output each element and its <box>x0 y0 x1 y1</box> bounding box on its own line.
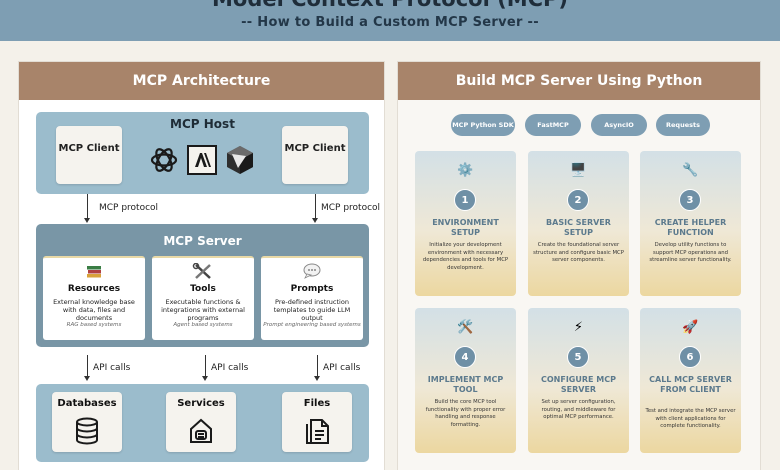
step-title-6: CALL MCP SERVER FROM CLIENT <box>649 375 732 394</box>
services-label: Services <box>177 398 225 409</box>
page-title: Model Context Protocol (MCP) <box>0 0 780 11</box>
step-card-2: 🖥️ 2 BASIC SERVER SETUP Create the found… <box>528 151 629 296</box>
tools-card: Tools Executable functions & integration… <box>152 256 254 340</box>
resources-card: Resources External knowledge base with d… <box>43 256 145 340</box>
protocol-arrow-right-head <box>312 218 318 223</box>
database-icon <box>76 417 98 445</box>
pill-mcp-python-sdk: MCP Python SDK <box>451 114 515 136</box>
step-title-1: ENVIRONMENT SETUP <box>432 218 499 237</box>
mcp-server-title: MCP Server <box>163 234 242 248</box>
files-icon <box>306 419 329 444</box>
mcp-host: MCP Host MCP Client MCP Client <box>36 112 369 194</box>
monitor-icon: 🖥️ <box>570 163 587 178</box>
tools-title: Tools <box>190 284 216 294</box>
step-desc-2: Create the foundational server structure… <box>533 242 624 263</box>
protocol-label-right: MCP protocol <box>321 203 381 213</box>
files-label: Files <box>303 398 331 409</box>
api-label-1: API calls <box>93 363 131 373</box>
rocket-icon: 🚀 <box>682 320 699 335</box>
prompts-title: Prompts <box>290 284 334 294</box>
pill-fastmcp: FastMCP <box>525 114 581 136</box>
step-title-3: CREATE HELPER FUNCTION <box>654 218 727 237</box>
step-title-5: CONFIGURE MCP SERVER <box>541 375 616 394</box>
anthropic-logo-icon <box>187 145 217 175</box>
openai-logo-icon <box>150 148 178 172</box>
architecture-panel: MCP Architecture MCP Host MCP Client MCP… <box>18 61 385 470</box>
step-number-5: 5 <box>567 346 589 368</box>
gear-icon: ⚙️ <box>457 163 474 178</box>
step-card-6: 🚀 6 CALL MCP SERVER FROM CLIENT Test and… <box>640 308 741 453</box>
databases-label: Databases <box>57 398 117 409</box>
databases-box: Databases <box>52 392 122 452</box>
cursor-logo-icon <box>227 146 253 174</box>
pill-asyncio: AsyncIO <box>591 114 647 136</box>
resources-note: RAG based systems <box>66 322 122 328</box>
step-number-6: 6 <box>679 346 701 368</box>
step-number-3: 3 <box>679 189 701 211</box>
api-label-3: API calls <box>323 363 361 373</box>
wrench-icon: 🔧 <box>682 163 699 178</box>
files-box: Files <box>282 392 352 452</box>
host-logos <box>148 144 258 178</box>
step-card-4: 🛠️ 4 IMPLEMENT MCP TOOL Build the core M… <box>415 308 516 453</box>
step-title-2: BASIC SERVER SETUP <box>546 218 611 237</box>
page-subtitle: -- How to Build a Custom MCP Server -- <box>241 15 539 30</box>
services-icon <box>190 418 212 443</box>
speech-bubble-icon <box>303 263 321 279</box>
mcp-client-left: MCP Client <box>56 126 122 184</box>
lightning-icon: ⚡ <box>573 320 584 335</box>
books-icon <box>87 266 101 278</box>
tools-icon: 🛠️ <box>457 320 474 335</box>
tools-icon <box>192 263 211 279</box>
pill-requests: Requests <box>656 114 710 136</box>
architecture-panel-title: MCP Architecture <box>19 62 384 100</box>
mcp-host-title: MCP Host <box>170 117 235 131</box>
services-box: Services <box>166 392 236 452</box>
protocol-arrow-left-head <box>84 218 90 223</box>
api-arrow-2-line <box>205 355 206 377</box>
step-desc-1: Initialize your development environment … <box>422 242 509 271</box>
prompts-card: Prompts Pre-defined instruction template… <box>261 256 363 340</box>
top-header: Model Context Protocol (MCP) -- How to B… <box>0 0 780 41</box>
api-label-2: API calls <box>211 363 249 373</box>
step-card-5: ⚡ 5 CONFIGURE MCP SERVER Set up server c… <box>528 308 629 453</box>
tools-desc: Executable functions & integrations with… <box>161 298 245 322</box>
tools-note: Agent based systems <box>173 322 233 328</box>
step-title-4: IMPLEMENT MCP TOOL <box>427 375 504 394</box>
mcp-server: MCP Server Resources External knowledge … <box>36 224 369 347</box>
resources-desc: External knowledge base with data, files… <box>53 298 135 322</box>
data-sources: Databases Services <box>36 384 369 462</box>
prompts-note: Prompt engineering based systems <box>263 322 361 328</box>
step-card-3: 🔧 3 CREATE HELPER FUNCTION Develop utili… <box>640 151 741 296</box>
step-desc-3: Develop utility functions to support MCP… <box>649 242 732 263</box>
step-desc-6: Test and integrate the MCP server with c… <box>645 408 736 429</box>
api-arrow-1-line <box>87 355 88 377</box>
build-panel: Build MCP Server Using Python MCP Python… <box>397 61 761 470</box>
api-arrow-2-head <box>202 376 208 381</box>
step-desc-5: Set up server configuration, routing, an… <box>541 399 616 420</box>
step-desc-4: Build the core MCP tool functionality wi… <box>425 399 506 428</box>
protocol-arrow-left-line <box>87 194 88 219</box>
resources-title: Resources <box>67 284 121 294</box>
step-number-2: 2 <box>567 189 589 211</box>
build-panel-title: Build MCP Server Using Python <box>398 62 760 100</box>
step-number-1: 1 <box>454 189 476 211</box>
protocol-label-left: MCP protocol <box>99 203 159 213</box>
api-arrow-3-line <box>317 355 318 377</box>
step-card-1: ⚙️ 1 ENVIRONMENT SETUP Initialize your d… <box>415 151 516 296</box>
api-arrow-1-head <box>84 376 90 381</box>
protocol-arrow-right-line <box>315 194 316 219</box>
step-number-4: 4 <box>454 346 476 368</box>
mcp-client-right: MCP Client <box>282 126 348 184</box>
prompts-desc: Pre-defined instruction templates to gui… <box>273 298 351 322</box>
api-arrow-3-head <box>314 376 320 381</box>
